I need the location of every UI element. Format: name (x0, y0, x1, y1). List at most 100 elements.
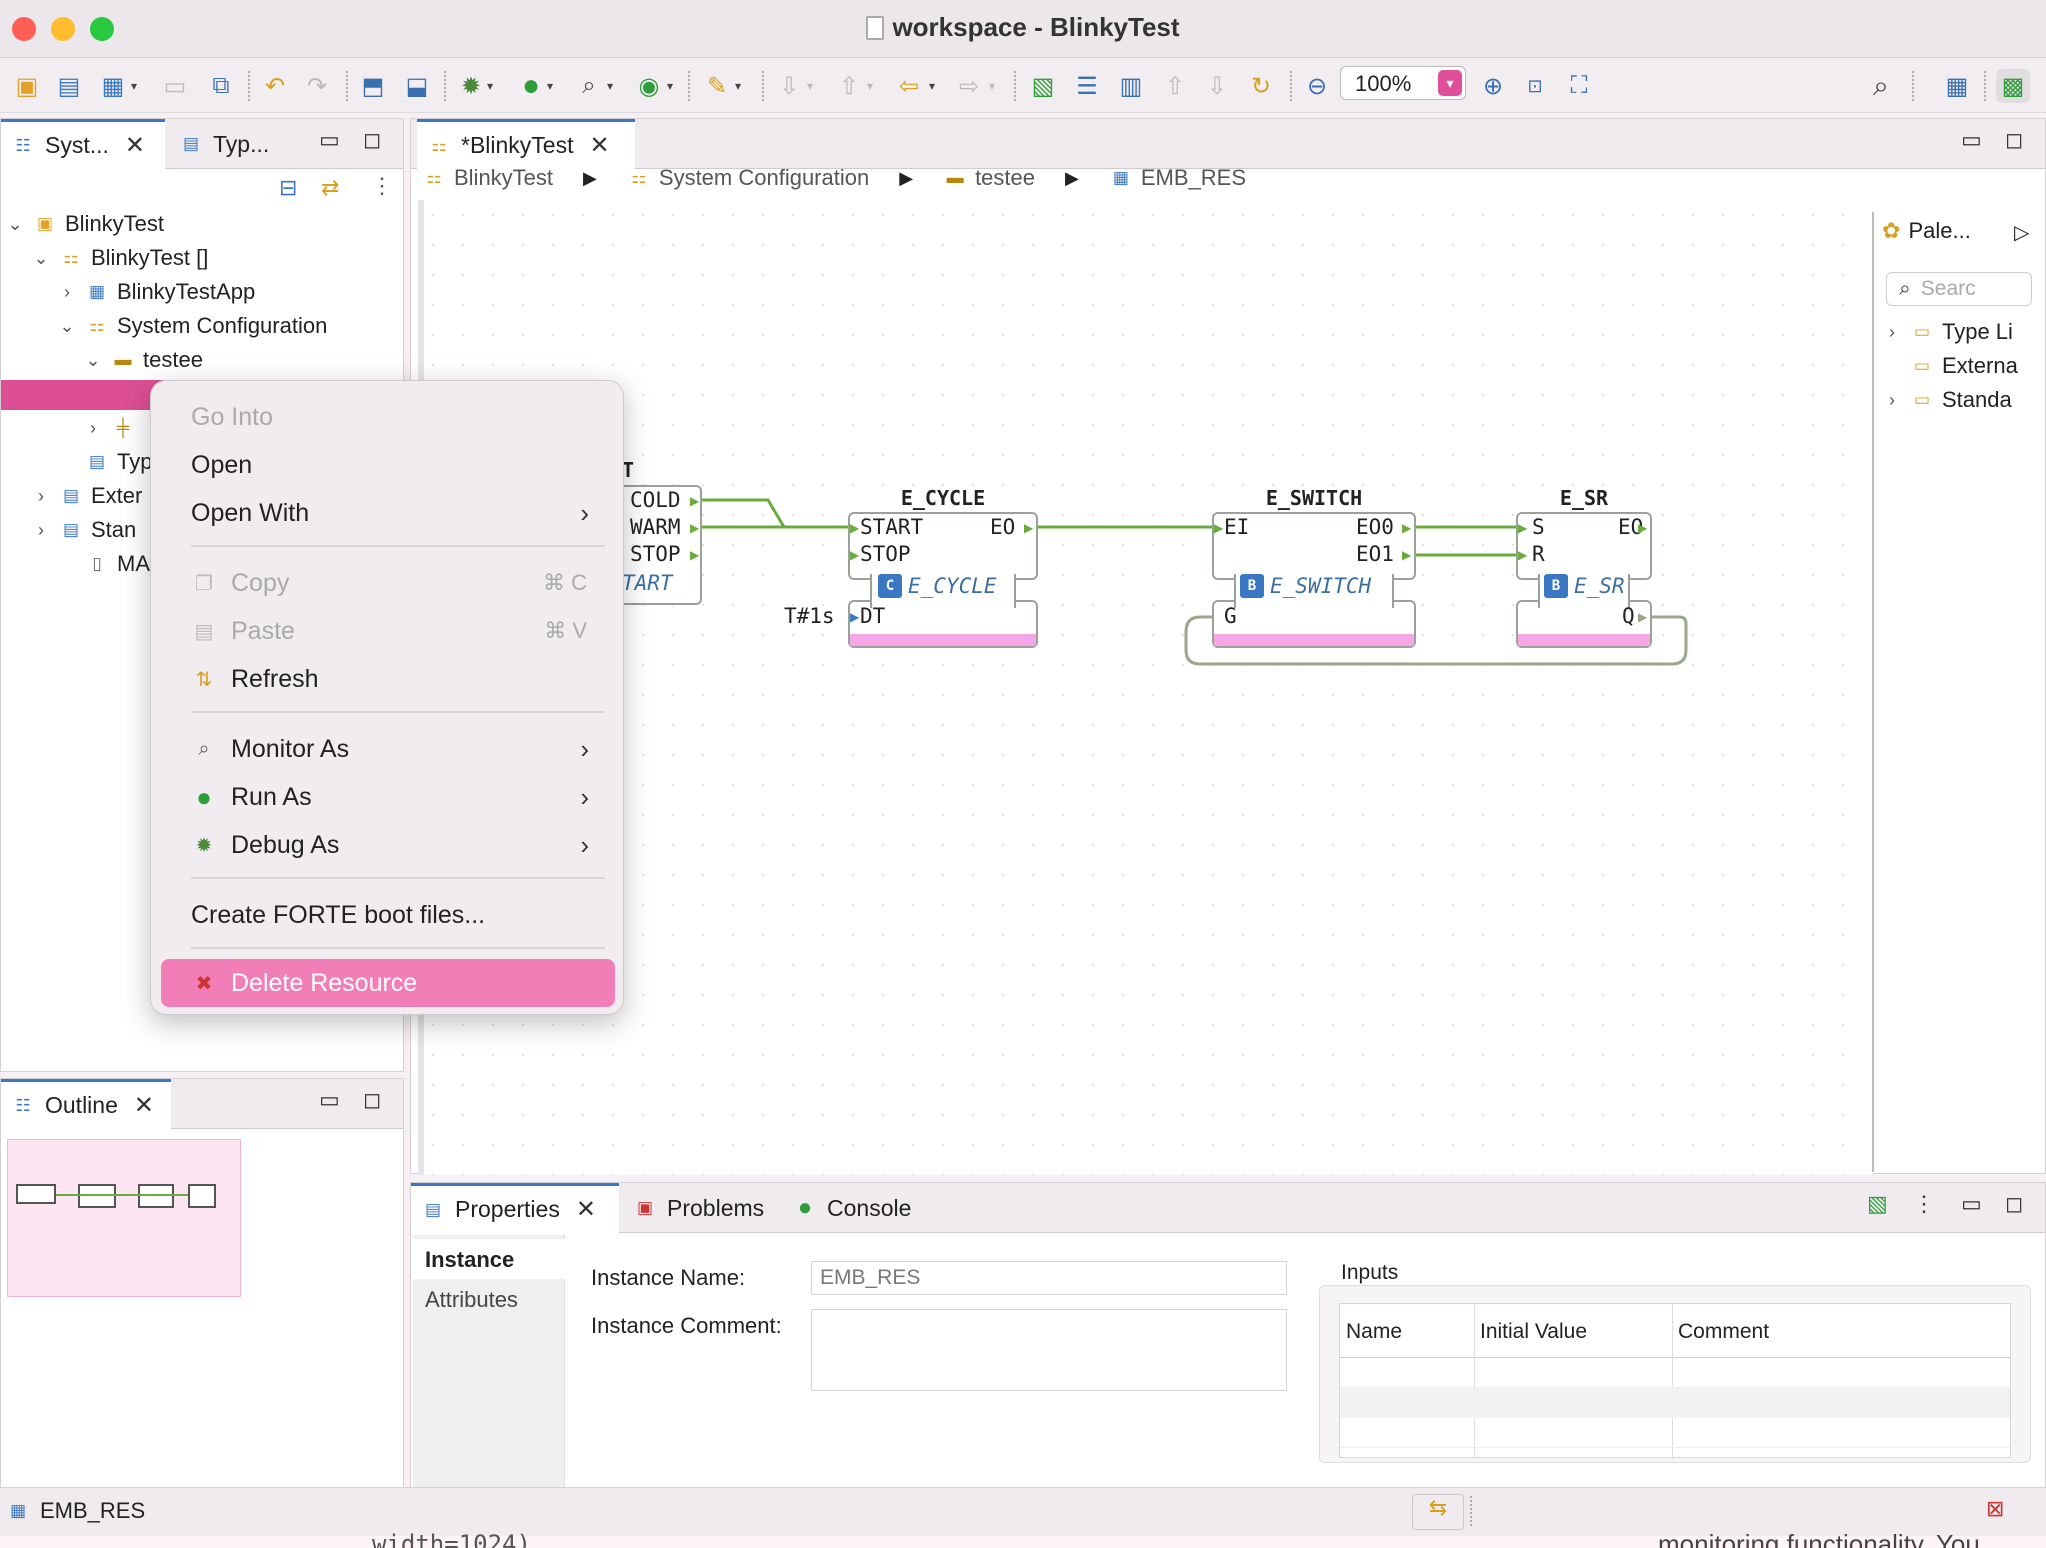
instance-name-field[interactable]: EMB_RES (811, 1261, 1287, 1295)
chevron-down-icon[interactable]: ⌄ (7, 213, 23, 234)
tab-properties[interactable]: ▤ Properties ✕ (411, 1183, 619, 1233)
breadcrumb-blinkytest[interactable]: BlinkyTest (454, 165, 554, 190)
port-eo-sr[interactable]: EO (1618, 515, 1644, 539)
zoom-out-icon[interactable]: ⊖ (1306, 72, 1328, 100)
open-perspective-icon[interactable]: ▦ (1945, 72, 1969, 100)
menu-item-open[interactable]: Open (191, 450, 253, 479)
menu-item-monitor-as[interactable]: ⌕Monitor As› (161, 727, 615, 771)
tools-dropdown-icon[interactable]: ▾ (734, 79, 742, 93)
back-icon[interactable]: ⇦ (898, 72, 920, 100)
port-q[interactable]: Q (1622, 604, 1635, 628)
back-dropdown-icon[interactable]: ▾ (928, 79, 936, 93)
close-icon[interactable]: ✕ (133, 1092, 154, 1119)
next-annotation-icon[interactable]: ⇩ (778, 72, 800, 100)
breadcrumb-system-configuration[interactable]: System Configuration (658, 165, 870, 190)
fb-start[interactable] (618, 485, 702, 605)
collapse-all-icon[interactable]: ⊟ (279, 175, 298, 200)
outline-viewport[interactable] (7, 1139, 241, 1297)
menu-item-create-forte-boot-files[interactable]: Create FORTE boot files... (191, 900, 486, 929)
column-header-comment[interactable]: Comment (1678, 1320, 1770, 1343)
search-icon[interactable]: ⌕ (1873, 69, 1889, 101)
menu-item-go-into[interactable]: Go Into (191, 402, 273, 431)
minimize-window-button[interactable] (51, 17, 75, 41)
port-warm[interactable]: WARM (630, 515, 681, 539)
zoom-actual-icon[interactable]: ⊡ (1527, 75, 1543, 96)
side-tab-instance[interactable]: Instance (413, 1239, 565, 1279)
port-r[interactable]: R (1532, 542, 1545, 566)
palette-item-external[interactable]: ▭ Externa (1882, 350, 2018, 382)
save-all-icon[interactable]: ⧉ (212, 72, 230, 99)
table-row[interactable] (1340, 1418, 2010, 1448)
tree-item-standard-libraries[interactable]: › ▤ Stan (31, 514, 136, 546)
port-g[interactable]: G (1224, 604, 1237, 628)
new-dropdown-icon[interactable]: ▾ (130, 79, 138, 93)
forward-icon[interactable]: ⇨ (958, 72, 980, 100)
column-header-initial-value[interactable]: Initial Value (1480, 1320, 1588, 1343)
tree-item-system-configuration[interactable]: ⌄ ⚏ System Configuration (57, 310, 327, 342)
tools-icon[interactable]: ✎ (706, 72, 728, 100)
perspective-icon[interactable]: ▩ (1996, 69, 2030, 103)
align-center-icon[interactable]: ▥ (1119, 72, 1143, 100)
port-stop[interactable]: STOP (860, 542, 911, 566)
monitor-dropdown-icon[interactable]: ▾ (606, 79, 614, 93)
port-ei[interactable]: EI (1224, 515, 1250, 539)
tree-item-blinkytest-project[interactable]: ⌄ ▣ BlinkyTest (5, 208, 164, 240)
save-icon[interactable]: ▭ (163, 72, 187, 100)
chevron-right-icon[interactable]: › (90, 417, 96, 438)
zoom-dropdown-icon[interactable]: ▾ (1438, 70, 1462, 96)
chevron-right-icon[interactable]: › (38, 519, 44, 540)
tree-item-testee[interactable]: ⌄ ▬ testee (83, 344, 202, 376)
minimize-icon[interactable]: ▭ (1961, 127, 1982, 152)
close-window-button[interactable] (12, 17, 36, 41)
palette-item-type-library[interactable]: › ▭ Type Li (1882, 316, 2013, 348)
menu-item-run-as[interactable]: ●Run As› (161, 775, 615, 819)
prev-annotation-dropdown-icon[interactable]: ▾ (866, 79, 874, 93)
breadcrumb-emb-res[interactable]: EMB_RES (1140, 165, 1246, 190)
palette-header[interactable]: ✿ Pale... (1882, 218, 1971, 243)
minimize-icon[interactable]: ▭ (319, 1087, 340, 1112)
move-down-icon[interactable]: ⇩ (1206, 72, 1228, 100)
chevron-down-icon[interactable]: ⌄ (85, 349, 101, 370)
new-system-icon[interactable]: ▤ (57, 72, 81, 100)
connection-cold-start[interactable] (698, 498, 852, 529)
chevron-right-icon[interactable]: › (1889, 321, 1895, 342)
palette-collapse-icon[interactable]: ▷ (2014, 222, 2030, 244)
fb-e-cycle-events[interactable] (848, 512, 1038, 580)
view-menu-icon[interactable]: ⋮ (1913, 1191, 1935, 1216)
next-annotation-dropdown-icon[interactable]: ▾ (806, 79, 814, 93)
menu-item-delete-resource[interactable]: ✖Delete Resource (161, 959, 615, 1007)
maximize-icon[interactable]: ◻ (363, 127, 382, 152)
run-icon[interactable]: ● (521, 69, 541, 102)
connection-q-g-feedback[interactable] (1184, 615, 1688, 666)
progress-icon[interactable]: ⇆ (1412, 1494, 1464, 1530)
menu-item-paste[interactable]: ▤Paste⌘ V (161, 609, 615, 653)
deploy-icon[interactable]: ◉ (638, 72, 660, 100)
move-up-icon[interactable]: ⇧ (1164, 72, 1186, 100)
chevron-right-icon[interactable]: › (38, 485, 44, 506)
close-icon[interactable]: ✕ (589, 132, 610, 159)
tab-outline[interactable]: ☷ Outline ✕ (1, 1079, 171, 1129)
debug-icon[interactable]: ✹ (460, 72, 482, 100)
port-dt[interactable]: DT (860, 604, 886, 628)
tree-item-external-libraries[interactable]: › ▤ Exter (31, 480, 142, 512)
zoom-window-button[interactable] (90, 17, 114, 41)
chevron-right-icon[interactable]: › (1889, 389, 1895, 410)
run-dropdown-icon[interactable]: ▾ (546, 79, 554, 93)
tree-item-blinkytestapp[interactable]: › ▦ BlinkyTestApp (57, 276, 255, 308)
palette-item-standard[interactable]: › ▭ Standa (1882, 384, 2012, 416)
tree-item-type-library[interactable]: ▤ Type (57, 446, 165, 478)
menu-item-open-with[interactable]: Open With› (191, 497, 589, 528)
inputs-table[interactable]: Name Initial Value Comment (1339, 1303, 2011, 1459)
minimize-icon[interactable]: ▭ (1961, 1191, 1982, 1216)
const-dt-value[interactable]: T#1s (784, 604, 835, 628)
menu-item-debug-as[interactable]: ✹Debug As› (161, 823, 615, 867)
column-header-name[interactable]: Name (1346, 1320, 1403, 1343)
refresh-layout-icon[interactable]: ↻ (1250, 72, 1272, 100)
port-eo[interactable]: EO (990, 515, 1016, 539)
table-row[interactable] (1340, 1388, 2010, 1418)
tab-type-navigator[interactable]: ▤ Typ... (169, 119, 309, 169)
zoom-in-icon[interactable]: ⊕ (1482, 72, 1504, 100)
side-tab-attributes[interactable]: Attributes (425, 1287, 518, 1312)
menu-item-refresh[interactable]: ⇅Refresh (161, 657, 615, 701)
zoom-fit-icon[interactable]: ⛶ (1570, 72, 1588, 99)
